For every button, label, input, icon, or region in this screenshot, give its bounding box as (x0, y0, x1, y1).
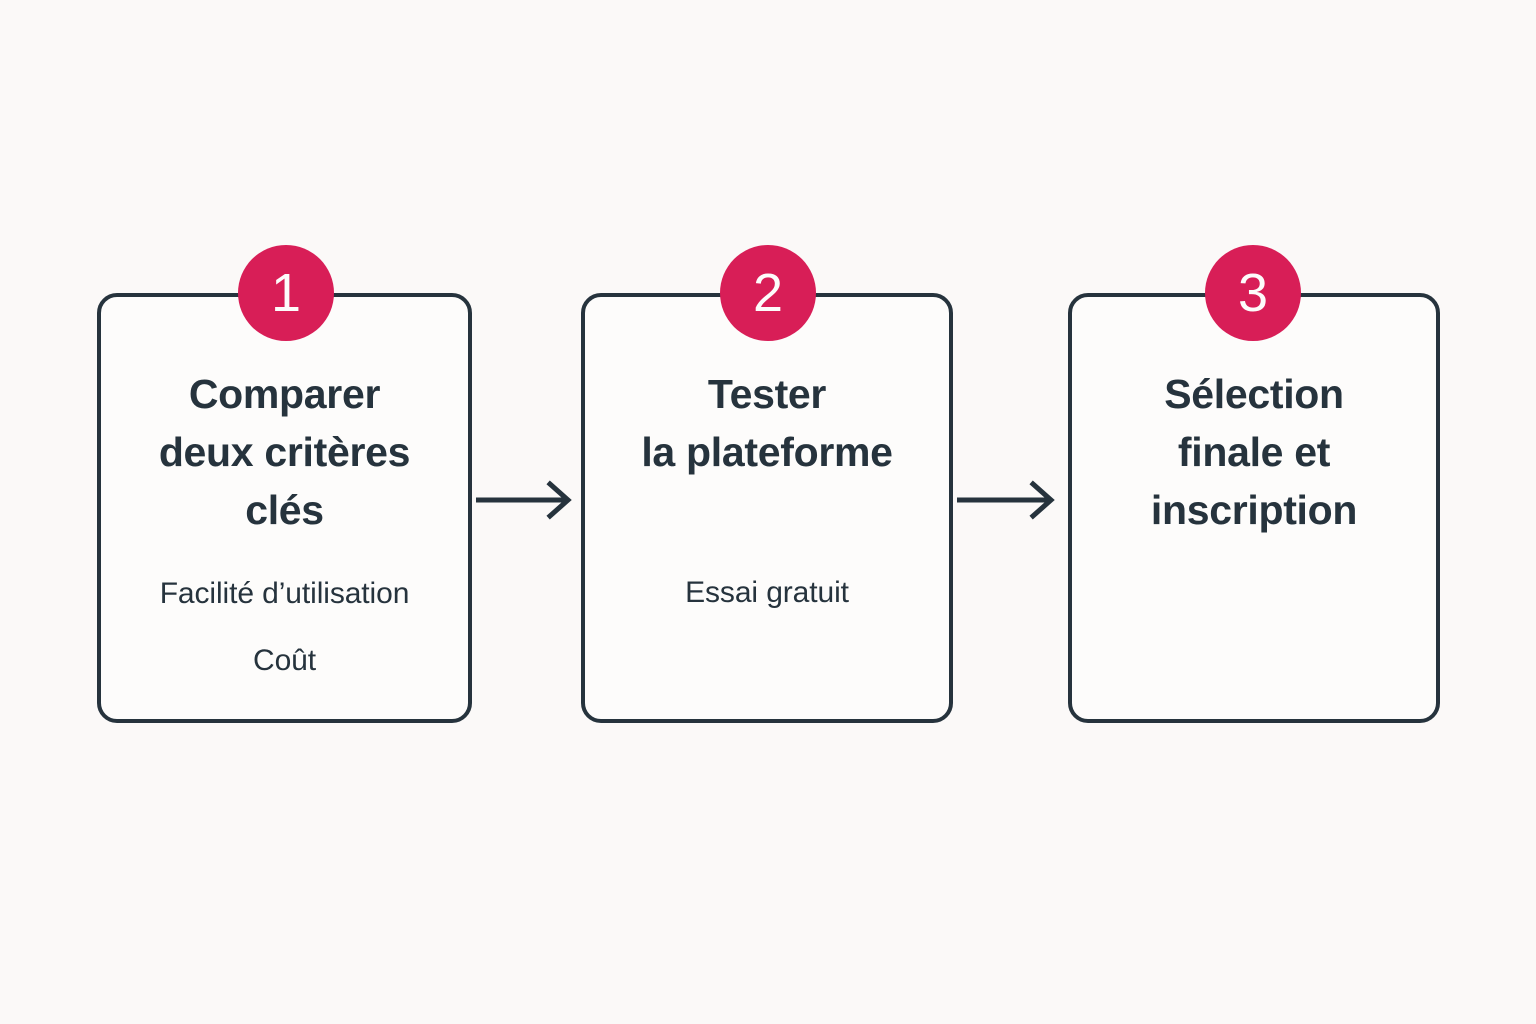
connector-arrow-1-2 (476, 480, 579, 520)
step-number-label: 2 (752, 263, 784, 323)
step-title-2: Tester la plateforme (641, 371, 893, 476)
process-step-3[interactable]: Sélection finale et inscription 3 (1068, 245, 1440, 723)
step-detail-list-2: Essai gratuit (595, 573, 939, 612)
step-content-1: Comparer deux critères clés Facilité d’u… (97, 293, 472, 723)
arrow-right-icon (957, 480, 1055, 520)
arrow-right-icon (476, 480, 572, 520)
step-card-2 (581, 293, 953, 723)
step-detail-list-1: Facilité d’utilisation Coût (111, 574, 458, 680)
step-number-label: 1 (270, 263, 302, 323)
step-number-label: 3 (1237, 263, 1269, 323)
step-title-3: Sélection finale et inscription (1150, 371, 1358, 534)
process-step-2[interactable]: Tester la plateforme Essai gratuit 2 (581, 245, 953, 723)
step-detail-item: Facilité d’utilisation (159, 576, 410, 610)
step-card-1 (97, 293, 472, 723)
step-detail-item: Essai gratuit (685, 576, 849, 610)
step-number-badge-2: 2 (720, 245, 816, 341)
process-flow: Comparer deux critères clés Facilité d’u… (97, 245, 1440, 723)
step-content-2: Tester la plateforme Essai gratuit (581, 293, 953, 723)
process-step-1[interactable]: Comparer deux critères clés Facilité d’u… (97, 245, 472, 723)
step-content-3: Sélection finale et inscription (1068, 293, 1440, 723)
step-title-1: Comparer deux critères clés (158, 371, 411, 534)
step-number-badge-1: 1 (238, 245, 334, 341)
step-number-badge-3: 3 (1205, 245, 1301, 341)
step-detail-item: Coût (253, 643, 316, 677)
connector-arrow-2-3 (957, 480, 1062, 520)
step-card-3 (1068, 293, 1440, 723)
